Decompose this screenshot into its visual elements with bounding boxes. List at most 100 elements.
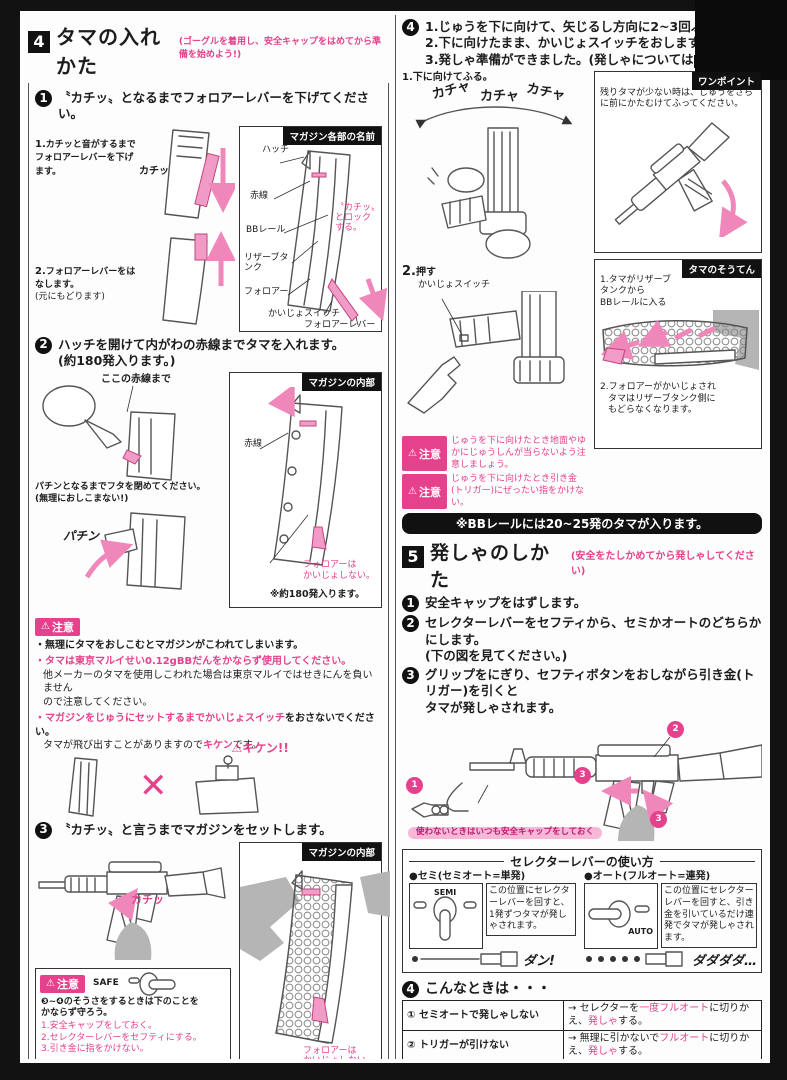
fire-step-3-text: グリップをにぎり、セフティボタンをおしながら引き金(トリガー)を引くとタマが発し… — [425, 667, 755, 715]
caution-badge-2: ⚠注意 — [40, 974, 85, 993]
label-hatch: ハッチ — [261, 144, 289, 155]
note-do-not-force: ・無理にタマをおしこむとマガジンがこわれてしまいます。 — [35, 639, 304, 651]
caution-notes: ⚠注意 ・無理にタマをおしこむとマガジンがこわれてしまいます。 ・タマは東京マル… — [35, 614, 382, 819]
step-3-number: 3 — [35, 821, 52, 839]
step-4-left-figs: 1.下に向けてふる。 カチャ カチャ カチャ — [402, 71, 588, 510]
shake-illustration: カチャ カチャ カチャ — [402, 79, 588, 264]
step-4-text: 1.じゅうを下に向けて、矢じるし方向に2~3回ふります。 2.下に向けたまま、か… — [425, 19, 752, 68]
step-4-number: 4 — [402, 19, 419, 36]
step-3: 3 〝カチッ〟と言うまでマガジンをセットします。 — [35, 821, 382, 839]
semi-row: SEMI この位置にセレクターレバーを回すと、1発ずつタマが発しゃされます。 — [409, 883, 576, 950]
backdrop-corner — [695, 0, 787, 80]
safety-box-head: ⚠注意 SAFE — [36, 969, 230, 996]
kiken-label: ⚠キケン!! — [231, 740, 289, 755]
press-illustration: 2.押す かいじょスイッチ — [402, 264, 588, 432]
safety-rule-1: 1.安全キャップをしておく。 — [41, 1020, 158, 1031]
auto-desc: この位置にセレクターレバーを回すと、引き金を引いているだけ連発でタマが発しゃされ… — [661, 883, 757, 948]
semi-selector-svg — [413, 896, 477, 942]
close-lid-note: パチンとなるまでフタを閉めてください。 — [35, 482, 206, 492]
label-follower-lever: フォロアーレバー — [303, 319, 376, 330]
magazine-inner-box-1: マガジンの内部 赤線 フォロアーはかいじょしない。 ※約180 — [229, 372, 382, 608]
callout-3a: 3 — [574, 766, 591, 784]
selector-usage-title: セレクターレバーの使い方 — [409, 853, 755, 870]
onepoint-svg — [614, 122, 748, 238]
magazine-lever-illustration: カチッ — [139, 126, 235, 334]
fire-step-2-text: セレクターレバーをセフティから、セミかオートのどちらかにします。(下の図を見てく… — [425, 615, 762, 663]
table-row: ① セミオートで発しゃしない → セレクターを一度フルオートに切りかえ、発しゃす… — [402, 1000, 762, 1032]
section-4-number: 4 — [28, 30, 50, 53]
auto-shot-row: ダダダダ… — [584, 949, 757, 969]
magazine-parts-svg — [273, 149, 388, 325]
semi-desc: この位置にセレクターレバーを回すと、1発ずつタマが発しゃされます。 — [486, 883, 576, 937]
danger-illustration: ✕ ⚠キケン!! — [35, 741, 382, 819]
onepoint-box: ワンポイント 残りタマが少ない時は、じゅうをさらに前にかたむけてふってください。 — [594, 70, 762, 253]
magazine-x-svg — [68, 756, 98, 817]
auto-sfx: ダダダダ… — [691, 953, 757, 969]
auto-heading: ●オート(フルオート=連発) — [584, 870, 711, 882]
pachin-sfx-label: パチン — [63, 529, 100, 544]
callout-1: 1 — [406, 776, 423, 794]
rifle-set-svg — [38, 860, 226, 960]
selector-usage-box: セレクターレバーの使い方 ●セミ(セミオート=単発) SEMI — [402, 848, 762, 974]
section-5-number: 5 — [402, 545, 424, 568]
substep-2-text: フォロアーレバーをはなします。 — [35, 266, 136, 291]
auto-panel: ●オート(フルオート=連発) AUTO この位置にセレクターレバーを回すと、引き… — [584, 870, 757, 970]
magazine-inner-2-svg — [240, 869, 390, 1044]
auto-selector-illustration: AUTO — [584, 883, 658, 950]
rifle-set-illustration: カチッ — [35, 842, 233, 964]
section-4-note: (ゴーグルを着用し、安全キャップをはめてから準備を始めよう!) — [178, 37, 381, 60]
note-release-switch: ・マガジンをじゅうにセットするまでかいじょスイッチをおさないでください。 — [35, 713, 375, 738]
semi-shot-svg — [412, 951, 518, 968]
step-2-number: 2 — [35, 336, 52, 354]
auto-selector-svg — [588, 900, 650, 929]
rifle-figure: 2 3 3 1 使わないときはいつも安全キャップをしておく — [402, 719, 762, 845]
troubleshoot-table: ① セミオートで発しゃしない → セレクターを一度フルオートに切りかえ、発しゃす… — [402, 1000, 762, 1059]
section-4-title: タマの入れかた — [56, 25, 161, 78]
substep-2-number: 2. — [35, 265, 46, 277]
label-lock-note: 〝カチッ〟とロックする。 — [335, 202, 376, 234]
loading-illustration: ここの赤線まで パチンとなるまでフタを閉めてください。 (無理におしこまない!)… — [35, 372, 223, 610]
step-1-number: 1 — [35, 90, 52, 107]
callout-3b: 3 — [650, 810, 667, 828]
label-reserve-tank: リザーブタンク — [243, 252, 289, 273]
label-bb-rail: BBレール — [245, 224, 286, 235]
fire-step-1-text: 安全キャップをはずします。 — [425, 595, 587, 611]
magazine-inner-1-svg — [259, 387, 343, 566]
magazine-parts-box: マガジン各部の名前 ハッチ 赤線 BBレール リザーブタンク フォロアー — [238, 125, 388, 332]
caution-badge-1: ⚠注意 — [35, 617, 80, 636]
step-1: 1 〝カチッ〟となるまでフォロアーレバーを下げてください。 — [35, 90, 382, 123]
auto-row: AUTO この位置にセレクターレバーを回すと、引き金を引いているだけ連発でタマが… — [584, 883, 757, 950]
caution-badge-4: ⚠注意 — [402, 474, 447, 510]
kachi-sfx-label: カチッ — [138, 165, 169, 177]
selector-usage-body: ●セミ(セミオート=単発) SEMI この位置にセレクターレバーを回すと、1発 — [409, 870, 757, 970]
magazine-parts-title: マガジン各部の名前 — [283, 126, 381, 145]
caution-trigger-text: じゅうを下に向けたとき引き金(トリガー)にぜったい指をかけない。 — [450, 474, 584, 508]
safety-checklist-box: ⚠注意 SAFE ❸~❹のそうさをするときは下のことをかならず守ろう。 1.安全… — [35, 967, 231, 1059]
section-5-header: 5 発しゃのしかた (安全をたしかめてから発しゃしてください) — [402, 538, 762, 592]
semi-sfx: ダン! — [523, 953, 555, 969]
caution-muzzle-text: じゅうを下に向けたとき地面やゆかにじゅうしんが当らないよう注意しましょう。 — [450, 436, 586, 470]
auto-shot-svg — [585, 951, 683, 968]
safety-intro: ❸~❹のそうさをするときは下のことをかならず守ろう。 — [41, 996, 199, 1019]
receiver-x-svg-wrap: ⚠キケン!! — [176, 741, 296, 818]
section-4-frame: 1 〝カチッ〟となるまでフォロアーレバーを下げてください。 1.カチッと音がする… — [28, 83, 390, 1059]
safe-label: SAFE — [92, 977, 119, 988]
magazine-inner-1-title: マガジンの内部 — [302, 373, 381, 391]
semi-selector-illustration: SEMI — [409, 883, 483, 950]
section-5-note: (安全をたしかめてから発しゃしてください) — [570, 551, 755, 578]
figure-follower-lever: 1.カチッと音がするまでフォロアーレバーを下げます。 2.フォロアーレバーをはな… — [35, 125, 388, 334]
section-5-column: 4 1.じゅうを下に向けて、矢じるし方向に2~3回ふります。 2.下に向けたまま… — [396, 15, 768, 1059]
safety-cap-badge: 使わないときはいつも安全キャップをしておく — [408, 827, 602, 839]
figure-set-magazine: カチッ — [35, 841, 390, 1059]
onepoint-title: ワンポイント — [691, 71, 761, 90]
step-2-text: ハッチを開けて内がわの赤線までタマを入れます。 (約180発入ります。) — [58, 336, 345, 368]
x-mark-left: ✕ — [139, 765, 168, 806]
press-svg — [407, 291, 565, 415]
substep-2-note: (元にもどります) — [35, 291, 105, 302]
